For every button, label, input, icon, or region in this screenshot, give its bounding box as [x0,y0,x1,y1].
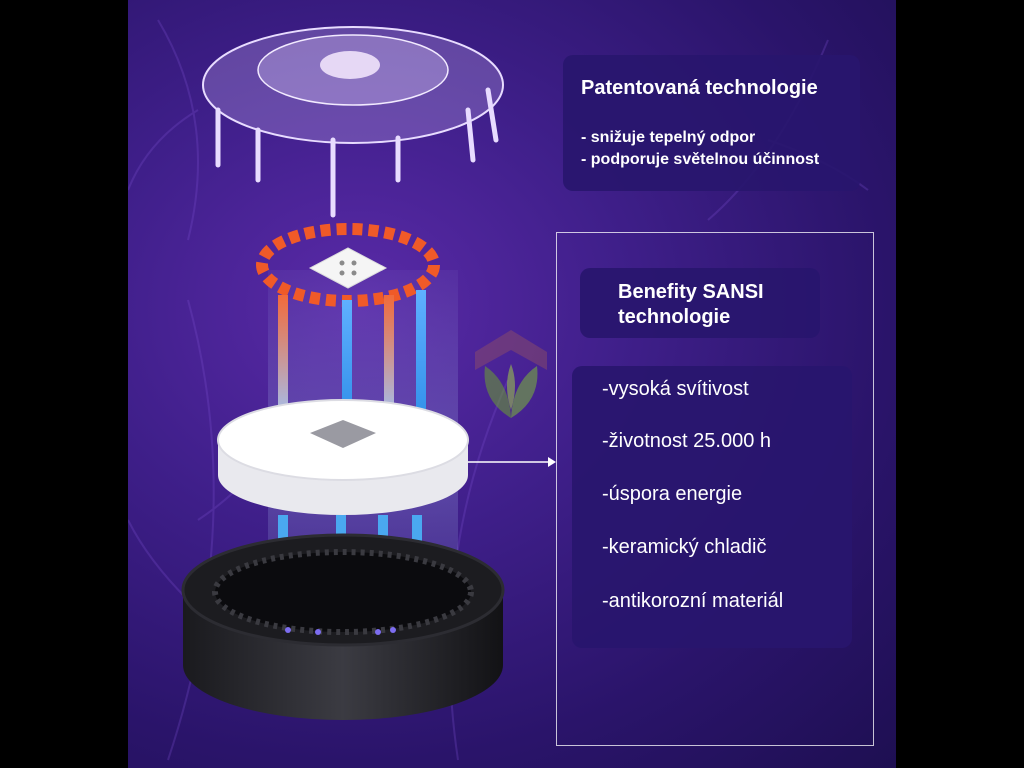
benefits-frame [556,232,874,746]
leaf-logo-icon [475,330,547,418]
patent-point: - snižuje tepelný odpor [581,129,756,146]
benefits-title: Benefity SANSI technologie [618,281,764,328]
patent-title: Patentovaná technologie [581,77,818,99]
heat-sink-base [181,533,505,720]
product-infographic: Patentovaná technologie - snižuje tepeln… [128,0,896,768]
patent-technology-panel: Patentovaná technologie - snižuje tepeln… [563,55,860,191]
patent-point: - podporuje světelnou účinnost [581,151,820,168]
benefit-item: -úspora energie [602,483,743,505]
benefit-item: -keramický chladič [602,536,767,558]
benefits-title-panel: Benefity SANSI technologie [580,268,820,338]
patent-points: - snižuje tepelný odpor - podporuje svět… [581,127,819,171]
clear-lens-cap [202,26,504,218]
led-exploded-view [181,26,556,720]
connector-arrow-icon [468,457,556,467]
benefits-list-panel: -vysoká svítivost -životnost 25.000 h -ú… [572,366,852,648]
benefit-item: -vysoká svítivost [602,378,749,400]
ceramic-substrate-disc [217,399,469,515]
benefit-item: -životnost 25.000 h [602,430,771,452]
benefit-item: -antikorozní materiál [602,590,784,612]
heat-flow-arrow-icon [278,290,426,430]
